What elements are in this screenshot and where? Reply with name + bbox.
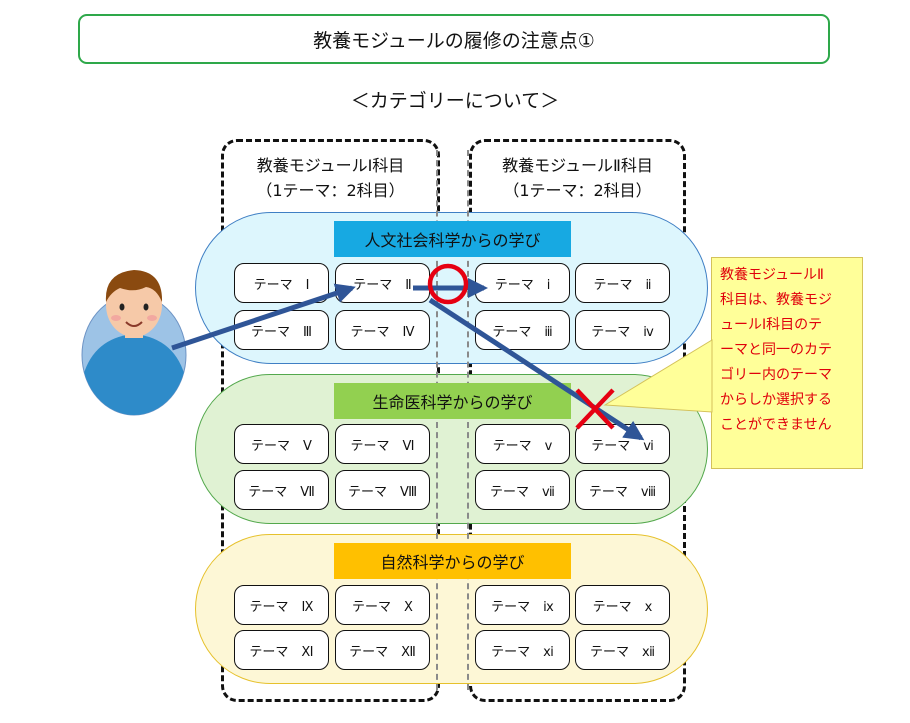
module2-name: 教養モジュールⅡ科目 — [502, 156, 653, 175]
theme-box: テーマ Ⅸ — [234, 585, 329, 625]
theme-box: テーマ ⅳ — [575, 310, 670, 350]
theme-box: テーマ ⅵ — [575, 424, 670, 464]
theme-box: テーマ Ⅵ — [335, 424, 430, 464]
category-label-natural-science: 自然科学からの学び — [334, 543, 571, 579]
theme-box: テーマ Ⅹ — [335, 585, 430, 625]
theme-box: テーマ ⅸ — [475, 585, 570, 625]
theme-box: テーマ Ⅳ — [335, 310, 430, 350]
page-subtitle: ＜カテゴリーについて＞ — [350, 90, 560, 112]
theme-box: テーマ Ⅱ — [335, 263, 430, 303]
theme-box: テーマ Ⅻ — [335, 630, 430, 670]
module2-header: 教養モジュールⅡ科目 （1テーマ：2科目） — [469, 153, 686, 203]
theme-box: テーマ ⅶ — [475, 470, 570, 510]
theme-box: テーマ ⅷ — [575, 470, 670, 510]
theme-box: テーマ Ⅶ — [234, 470, 329, 510]
category-label-life-science: 生命医科学からの学び — [334, 383, 571, 419]
theme-box: テーマ ⅺ — [475, 630, 570, 670]
module2-rule: （1テーマ：2科目） — [503, 181, 652, 200]
theme-box: テーマ ⅹ — [575, 585, 670, 625]
theme-box: テーマ Ⅲ — [234, 310, 329, 350]
module1-rule: （1テーマ：2科目） — [256, 181, 405, 200]
theme-box: テーマ ⅴ — [475, 424, 570, 464]
theme-box: テーマ ⅻ — [575, 630, 670, 670]
title-box: 教養モジュールの履修の注意点① — [78, 14, 830, 64]
theme-box: テーマ ⅱ — [575, 263, 670, 303]
category-label-humanities: 人文社会科学からの学び — [334, 221, 571, 257]
theme-box: テーマ Ⅴ — [234, 424, 329, 464]
module1-header: 教養モジュールⅠ科目 （1テーマ：2科目） — [221, 153, 440, 203]
page-title: 教養モジュールの履修の注意点① — [313, 29, 595, 52]
theme-box: テーマ ⅰ — [475, 263, 570, 303]
theme-box: テーマ Ⅺ — [234, 630, 329, 670]
theme-box: テーマ Ⅷ — [335, 470, 430, 510]
student-avatar-icon — [81, 270, 187, 416]
theme-box: テーマ ⅲ — [475, 310, 570, 350]
theme-box: テーマ Ⅰ — [234, 263, 329, 303]
callout-note: 教養モジュールⅡ 科目は、教養モジ ュールⅠ科目のテ ーマと同一のカテ ゴリー内… — [711, 257, 863, 469]
module1-name: 教養モジュールⅠ科目 — [256, 156, 405, 175]
